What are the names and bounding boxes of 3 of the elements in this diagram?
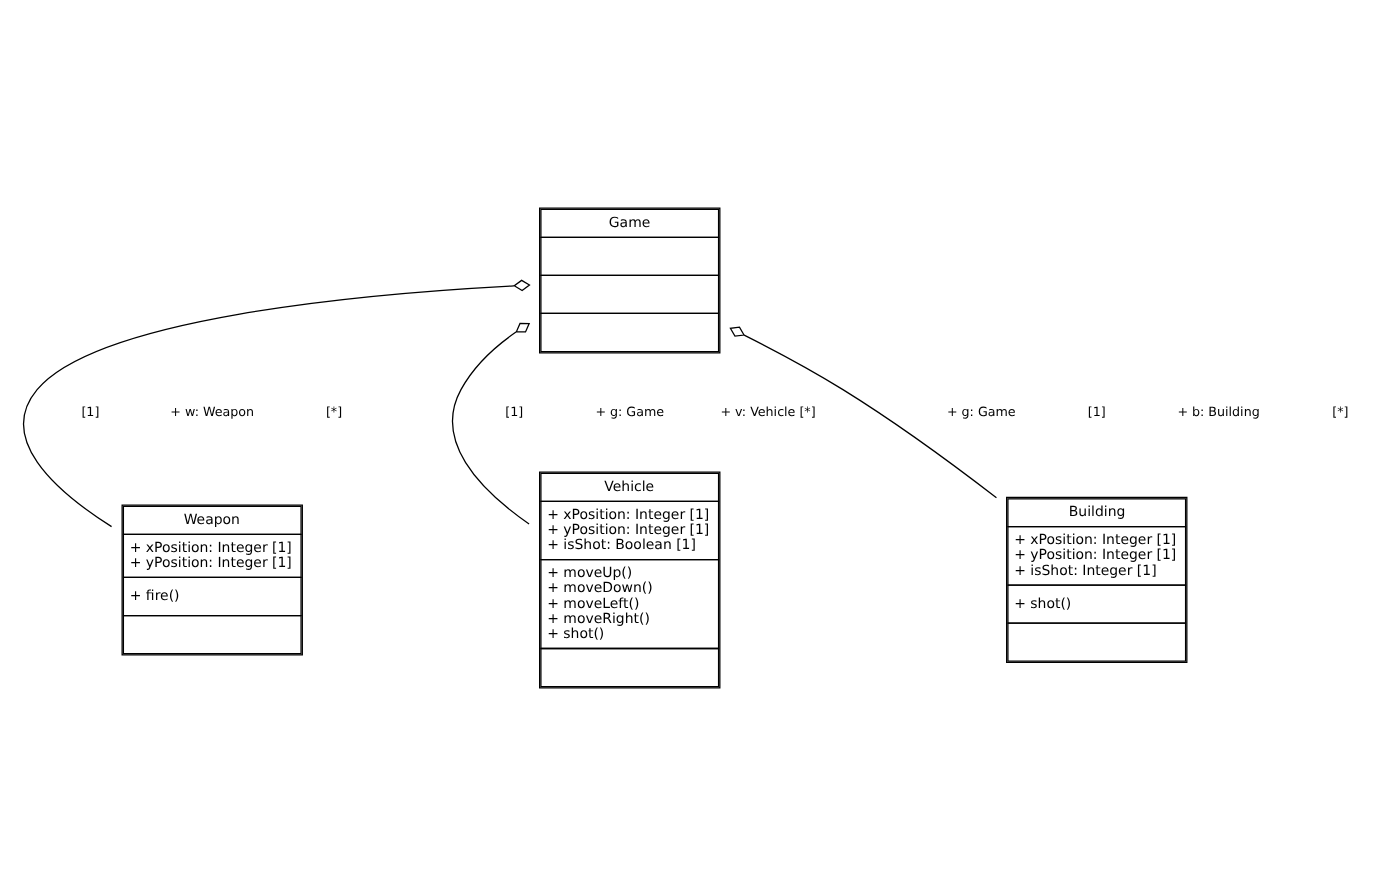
connector <box>729 326 998 499</box>
connector <box>452 322 531 525</box>
connector <box>22 279 531 528</box>
